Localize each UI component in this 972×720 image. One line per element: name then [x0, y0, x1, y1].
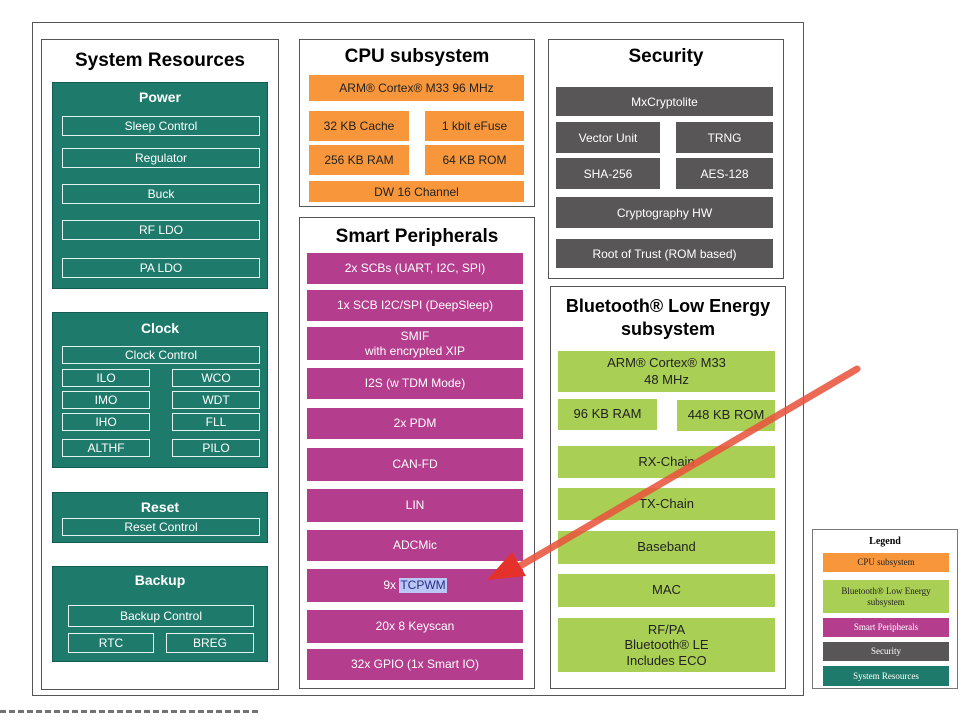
- periph-smif-line1: SMIF: [400, 328, 430, 343]
- security-crypto-hw: Cryptography HW: [556, 197, 773, 228]
- security-vector-unit: Vector Unit: [556, 122, 660, 153]
- legend-title: Legend: [869, 536, 901, 547]
- power-block: Power Sleep Control Regulator Buck RF LD…: [52, 82, 268, 289]
- periph-tcpwm: 9x TCPWM: [307, 569, 523, 602]
- ble-rx-chain: RX-Chain: [558, 446, 775, 478]
- periph-gpio: 32x GPIO (1x Smart IO): [307, 649, 523, 680]
- clock-wco: WCO: [172, 369, 260, 387]
- periph-smif-line2: with encrypted XIP: [364, 343, 466, 358]
- clock-fll: FLL: [172, 413, 260, 431]
- periph-smif: SMIF with encrypted XIP: [307, 327, 523, 360]
- cpu-rom: 64 KB ROM: [425, 145, 524, 175]
- periph-lin: LIN: [307, 489, 523, 522]
- legend-peripherals: Smart Peripherals: [823, 618, 949, 637]
- cpu-dw: DW 16 Channel: [309, 181, 524, 202]
- clock-block: Clock Clock Control ILO WCO IMO WDT IHO …: [52, 312, 268, 468]
- buck: Buck: [62, 184, 260, 204]
- rf-ldo: RF LDO: [62, 220, 260, 240]
- security-root-of-trust: Root of Trust (ROM based): [556, 239, 773, 268]
- ble-tx-chain: TX-Chain: [558, 488, 775, 520]
- legend-system: System Resources: [823, 666, 949, 686]
- clock-wdt: WDT: [172, 391, 260, 409]
- clock-imo: IMO: [62, 391, 150, 409]
- backup-rtc: RTC: [68, 633, 154, 653]
- clock-iho: IHO: [62, 413, 150, 431]
- periph-keyscan: 20x 8 Keyscan: [307, 610, 523, 643]
- periph-scb-deepsleep: 1x SCB I2C/SPI (DeepSleep): [307, 290, 523, 321]
- clock-althf: ALTHF: [62, 439, 150, 457]
- legend-cpu: CPU subsystem: [823, 553, 949, 572]
- periph-pdm: 2x PDM: [307, 408, 523, 439]
- ble-rf-pa: RF/PA Bluetooth® LE Includes ECO: [558, 618, 775, 672]
- backup-title: Backup: [134, 572, 186, 588]
- pa-ldo: PA LDO: [62, 258, 260, 278]
- periph-tcpwm-label: TCPWM: [399, 578, 447, 593]
- cpu-cache: 32 KB Cache: [309, 111, 409, 141]
- periph-i2s: I2S (w TDM Mode): [307, 368, 523, 399]
- security-title: Security: [628, 46, 704, 67]
- ble-core-line2: 48 MHz: [644, 371, 689, 387]
- periph-scbs: 2x SCBs (UART, I2C, SPI): [307, 253, 523, 284]
- caption-fragment: [0, 710, 260, 713]
- security-aes128: AES-128: [676, 158, 773, 189]
- periph-adcmic: ADCMic: [307, 530, 523, 561]
- clock-pilo: PILO: [172, 439, 260, 457]
- clock-ilo: ILO: [62, 369, 150, 387]
- legend-panel: Legend CPU subsystem Bluetooth® Low Ener…: [812, 529, 958, 689]
- ble-rf-line3: Includes ECO: [626, 652, 707, 668]
- ble-rom: 448 KB ROM: [677, 400, 775, 431]
- security-mxcryptolite: MxCryptolite: [556, 87, 773, 116]
- ble-title-line1: Bluetooth® Low Energy: [565, 296, 771, 316]
- backup-control: Backup Control: [68, 605, 254, 627]
- ble-rf-line1: RF/PA: [647, 621, 686, 637]
- security-sha256: SHA-256: [556, 158, 660, 189]
- ble-core: ARM® Cortex® M33 48 MHz: [558, 351, 775, 392]
- ble-rf-line2: Bluetooth® LE: [624, 637, 709, 653]
- ble-ram: 96 KB RAM: [558, 399, 657, 430]
- periph-canfd: CAN-FD: [307, 448, 523, 481]
- legend-ble: Bluetooth® Low Energy subsystem: [823, 580, 949, 613]
- cpu-ram: 256 KB RAM: [309, 145, 409, 175]
- cpu-core: ARM® Cortex® M33 96 MHz: [309, 75, 524, 101]
- ble-title-line2: subsystem: [620, 319, 716, 339]
- regulator: Regulator: [62, 148, 260, 168]
- reset-title: Reset: [140, 499, 180, 515]
- reset-block: Reset Reset Control: [52, 492, 268, 543]
- backup-breg: BREG: [166, 633, 254, 653]
- ble-core-line1: ARM® Cortex® M33: [607, 354, 726, 370]
- backup-block: Backup Backup Control RTC BREG: [52, 566, 268, 662]
- smart-peripherals-title: Smart Peripherals: [335, 226, 499, 247]
- cpu-efuse: 1 kbit eFuse: [425, 111, 524, 141]
- ble-baseband: Baseband: [558, 531, 775, 564]
- ble-mac: MAC: [558, 574, 775, 607]
- clock-control: Clock Control: [62, 346, 260, 364]
- periph-tcpwm-count: 9x: [383, 578, 396, 592]
- power-title: Power: [138, 89, 181, 105]
- cpu-subsystem-title: CPU subsystem: [344, 46, 490, 67]
- reset-control: Reset Control: [62, 518, 260, 536]
- legend-security: Security: [823, 642, 949, 661]
- clock-title: Clock: [140, 320, 180, 336]
- system-resources-title: System Resources: [74, 50, 246, 71]
- sleep-control: Sleep Control: [62, 116, 260, 136]
- security-trng: TRNG: [676, 122, 773, 153]
